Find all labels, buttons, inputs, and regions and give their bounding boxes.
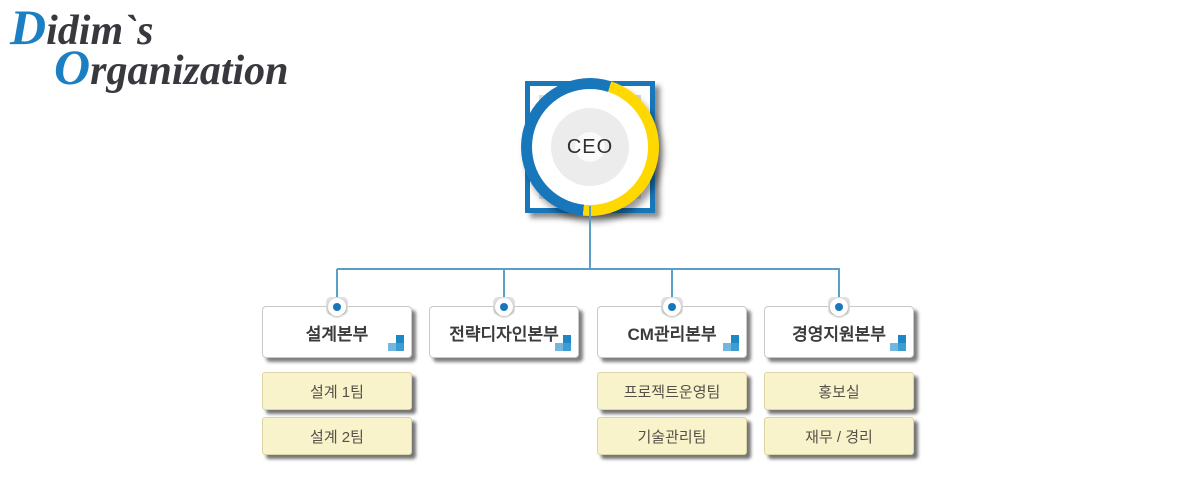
dept-label: 전략디자인본부 [449,324,559,344]
team-box-design-team-2: 설계 2팀 [262,417,412,455]
dept-box-design-hq: 설계본부 [262,297,412,358]
logo-initial-o: O [54,39,91,95]
column-management-support-hq: 경영지원본부 홍보실 재무 / 경리 [764,297,914,455]
connector-node-icon [495,298,513,316]
dept-box-strategic-design-hq: 전략디자인본부 [429,297,579,358]
logo-line-2: Organization [54,42,289,92]
team-box-project-operations: 프로젝트운영팀 [597,372,747,410]
connector-drop-3 [671,269,673,302]
logo-text-didims: idim`s [46,8,154,54]
connector-ceo-vertical [589,206,591,268]
connector-node-icon [830,298,848,316]
connector-drop-1 [336,269,338,302]
ceo-ring-gray-band: CEO [551,108,629,186]
dept-box-cm-management-hq: CM관리본부 [597,297,747,358]
logo-line-1: Didim`s [10,2,153,52]
connector-node-icon [663,298,681,316]
ceo-center: CEO [567,132,612,162]
connector-drop-4 [838,269,840,302]
dept-label: CM관리본부 [627,324,717,344]
team-box-finance-accounting: 재무 / 경리 [764,417,914,455]
team-box-public-relations: 홍보실 [764,372,914,410]
column-strategic-design-hq: 전략디자인본부 [429,297,579,358]
logo-initial-d: D [10,0,47,55]
team-box-design-team-1: 설계 1팀 [262,372,412,410]
connector-horizontal [337,268,840,270]
ceo-ring-white-band: CEO [532,89,648,205]
column-design-hq: 설계본부 설계 1팀 설계 2팀 [262,297,412,455]
ceo-label: CEO [566,135,614,158]
column-cm-management-hq: CM관리본부 프로젝트운영팀 기술관리팀 [597,297,747,455]
connector-node-icon [328,298,346,316]
dept-label: 경영지원본부 [792,324,886,344]
dept-box-management-support-hq: 경영지원본부 [764,297,914,358]
chart-blocks-icon [723,335,739,351]
connector-drop-2 [503,269,505,302]
dept-label: 설계본부 [305,324,369,344]
chart-blocks-icon [555,335,571,351]
ceo-node: CEO [521,78,659,216]
team-box-technical-management: 기술관리팀 [597,417,747,455]
logo-text-organization: rganization [90,48,289,94]
chart-blocks-icon [890,335,906,351]
chart-blocks-icon [388,335,404,351]
